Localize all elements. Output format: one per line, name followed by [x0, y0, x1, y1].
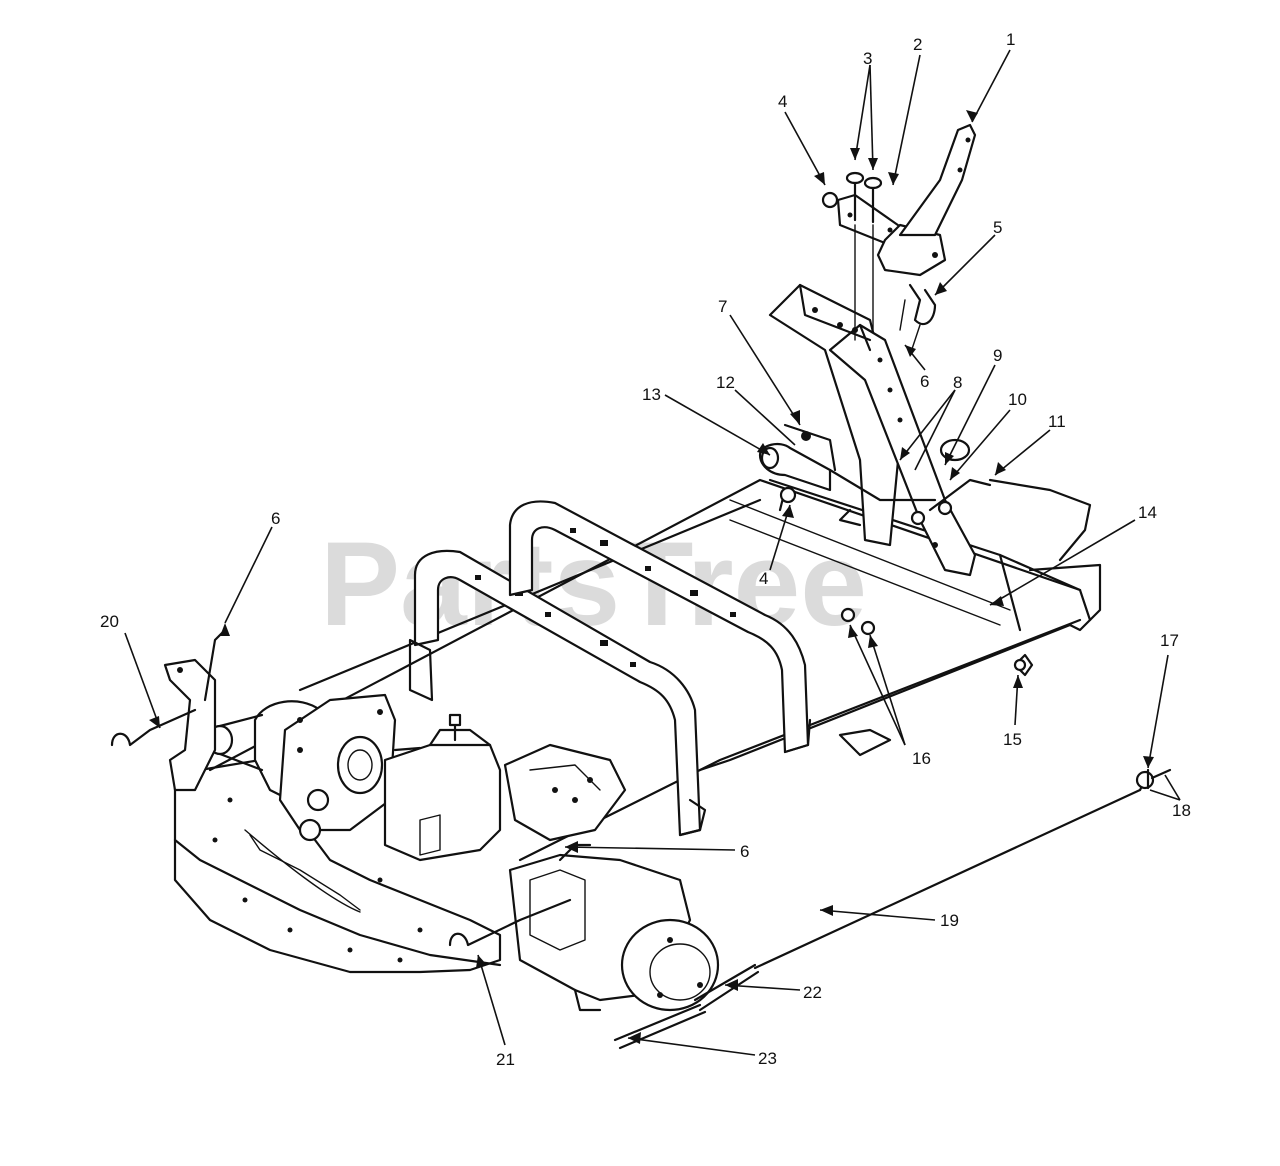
- callout-1: 1: [1006, 30, 1015, 49]
- callout-11: 11: [1048, 412, 1066, 431]
- callout-3: 3: [863, 49, 872, 68]
- callout-20: 20: [100, 612, 119, 631]
- callout-10: 10: [1008, 390, 1027, 409]
- callout-labels: 1 2 3 4 4 5 6 6 6 7 8 9 10 11 12 13 14 1…: [100, 30, 1191, 1069]
- callout-12: 12: [716, 373, 735, 392]
- callout-4-mid: 4: [759, 569, 768, 588]
- control-cable: [613, 768, 1172, 1050]
- left-transmission: [206, 693, 397, 842]
- arrowheads: [149, 110, 1154, 1044]
- callout-5: 5: [993, 218, 1002, 237]
- callout-16: 16: [912, 749, 931, 768]
- right-transmission: [508, 853, 720, 1012]
- callout-2: 2: [913, 35, 922, 54]
- fasteners: [838, 607, 1034, 757]
- callout-15: 15: [1003, 730, 1022, 749]
- callout-22: 22: [803, 983, 822, 1002]
- callout-13: 13: [642, 385, 661, 404]
- lever-assembly: [821, 123, 977, 356]
- link-rods: [778, 468, 992, 527]
- callout-6-center: 6: [740, 842, 749, 861]
- callout-8: 8: [953, 373, 962, 392]
- center-bracket: [503, 743, 627, 842]
- callout-7: 7: [718, 297, 727, 316]
- callout-23: 23: [758, 1049, 777, 1068]
- linkages: [110, 628, 592, 947]
- callout-6-top: 6: [920, 372, 929, 391]
- callout-18: 18: [1172, 801, 1191, 820]
- callout-19: 19: [940, 911, 959, 930]
- callout-17: 17: [1160, 631, 1179, 650]
- callout-21: 21: [496, 1050, 515, 1069]
- callout-6-left: 6: [271, 509, 280, 528]
- rear-crossbar: [508, 500, 812, 754]
- center-pump: [383, 713, 502, 862]
- callout-4-top: 4: [778, 92, 787, 111]
- callout-9: 9: [993, 346, 1002, 365]
- callout-14: 14: [1138, 503, 1157, 522]
